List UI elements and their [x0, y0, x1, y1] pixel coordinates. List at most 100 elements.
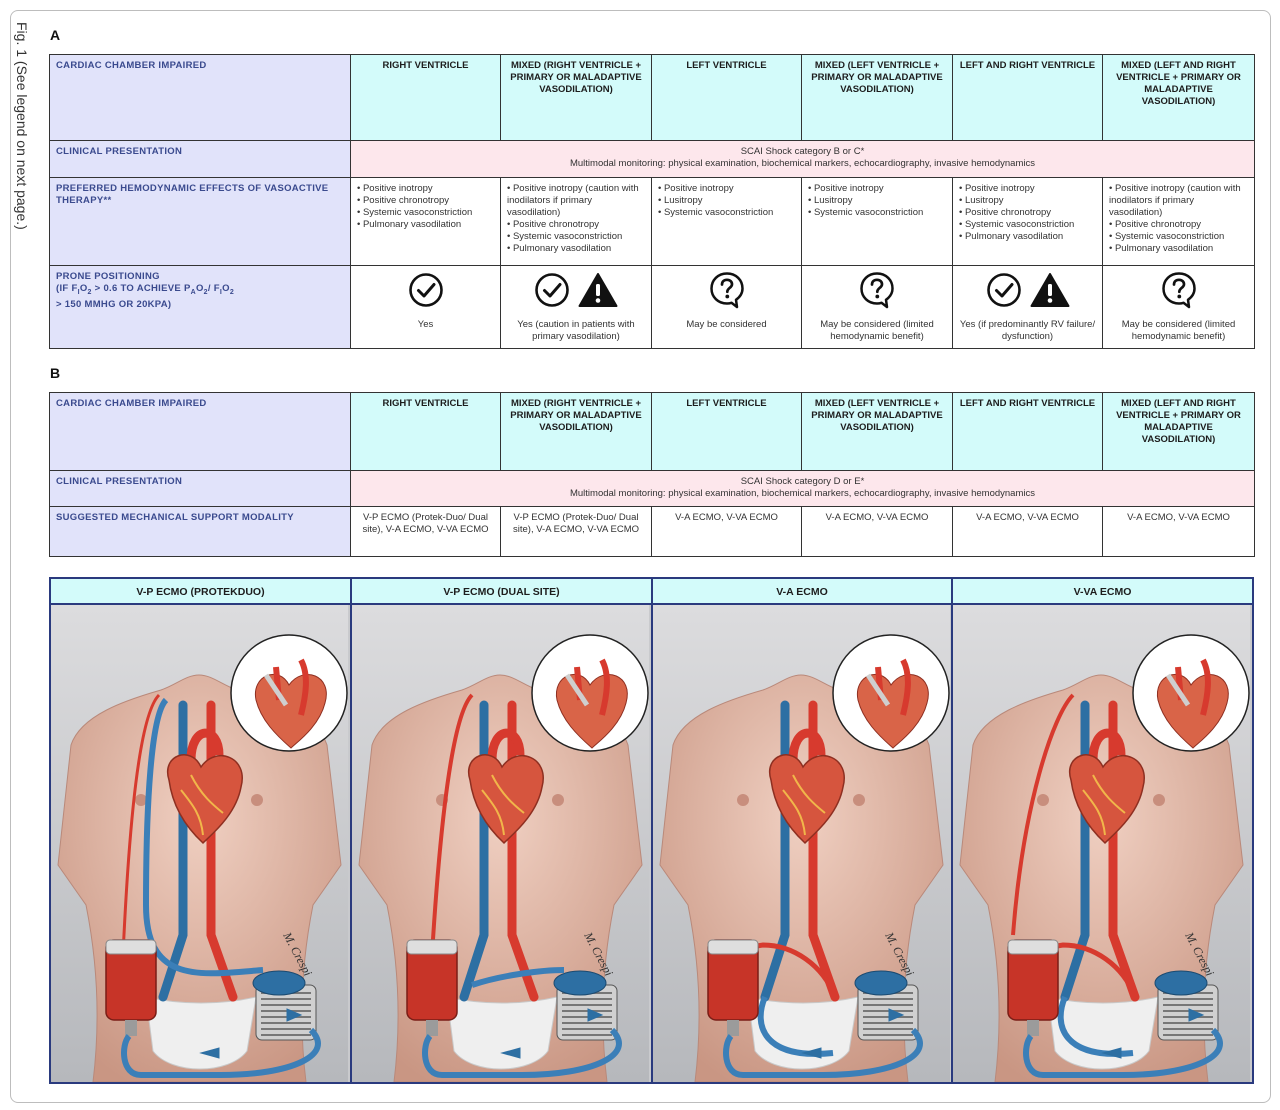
effects-cell: Positive inotropyPositive chronotropySys… [350, 177, 501, 266]
prone-icons [808, 271, 946, 313]
underwear [446, 996, 558, 1070]
effect-item: Positive chronotropy [959, 207, 1096, 219]
ecmo-illustration: M. Crespi [653, 605, 951, 1082]
panel-a-prone-row: PRONE POSITIONING (IF FIO2 > 0.6 TO ACHI… [49, 265, 1255, 349]
circuit-tubing [723, 1027, 923, 1078]
check-icon [408, 272, 444, 312]
figure-caption: Fig. 1 (See legend on next page.) [14, 22, 30, 230]
modality-cell: V-A ECMO, V-VA ECMO [952, 506, 1103, 557]
effect-item: Systemic vasoconstriction [658, 207, 795, 219]
effect-item: Pulmonary vasodilation [1109, 243, 1248, 255]
panel-a-presentation-row: CLINICAL PRESENTATION SCAI Shock categor… [49, 140, 1255, 178]
aorta-arch [487, 728, 525, 761]
prone-header-line3: > 150 MMHG OR 20KPA) [56, 298, 172, 310]
circuit-tubing [121, 1027, 321, 1078]
panel-b-table: CARDIAC CHAMBER IMPAIRED RIGHT VENTRICLE… [49, 392, 1255, 557]
ecmo-illustration: M. Crespi [953, 605, 1252, 1082]
column-header: MIXED (LEFT VENTRICLE + PRIMARY OR MALAD… [801, 392, 953, 471]
prone-cell: Yes (caution in patients with primary va… [500, 265, 652, 349]
prone-icons [1109, 271, 1248, 313]
prone-header-text: O [79, 283, 88, 294]
warning-icon [1030, 272, 1070, 312]
oxygenator [406, 939, 458, 1036]
effect-item: Lusitropy [658, 195, 795, 207]
prone-header-text: O [222, 283, 230, 294]
flow-arrows [801, 1008, 905, 1059]
prone-label: Yes (if predominantly RV failure/ dysfun… [959, 319, 1096, 342]
effect-item: Positive chronotropy [507, 219, 645, 231]
ecmo-panel-vp-dual-site: V-P ECMO (DUAL SITE) M. Crespi [352, 579, 653, 1082]
effect-item: Positive inotropy [658, 183, 795, 195]
panel-a-chamber-row: CARDIAC CHAMBER IMPAIRED RIGHT VENTRICLE… [49, 54, 1255, 141]
prone-cell: May be considered [651, 265, 802, 349]
heart [467, 754, 544, 845]
prone-header-sub: 2 [87, 288, 92, 296]
ecmo-illustration: M. Crespi [51, 605, 350, 1082]
modality-cell: V-P ECMO (Protek-Duo/ Dual site), V-A EC… [500, 506, 652, 557]
column-header: LEFT VENTRICLE [651, 392, 802, 471]
row-header-presentation: CLINICAL PRESENTATION [49, 140, 351, 178]
presentation-cell: SCAI Shock category D or E* Multimodal m… [350, 470, 1255, 507]
effect-item: Pulmonary vasodilation [959, 231, 1096, 243]
panel-b-chamber-row: CARDIAC CHAMBER IMPAIRED RIGHT VENTRICLE… [49, 392, 1255, 471]
effect-item: Pulmonary vasodilation [357, 219, 494, 231]
prone-cell: May be considered (limited hemodynamic b… [801, 265, 953, 349]
effect-item: Systemic vasoconstriction [1109, 231, 1248, 243]
return-cannula [121, 693, 161, 956]
effect-item: Systemic vasoconstriction [808, 207, 946, 219]
column-header: LEFT VENTRICLE [651, 54, 802, 141]
drainage-cannula [142, 697, 264, 977]
heart-zoom-inset [832, 634, 950, 752]
prone-header-text: O [195, 283, 204, 294]
prone-header-text: > 0.6 TO ACHIEVE P [91, 283, 191, 294]
effect-item: Positive inotropy [808, 183, 946, 195]
column-header: LEFT AND RIGHT VENTRICLE [952, 392, 1103, 471]
ecmo-panel-title: V-P ECMO (DUAL SITE) [352, 579, 651, 605]
aorta-arch [788, 728, 826, 761]
prone-header-sub: I [219, 288, 223, 296]
row-header-prone: PRONE POSITIONING (IF FIO2 > 0.6 TO ACHI… [49, 265, 351, 349]
prone-label: May be considered [686, 319, 767, 330]
prone-header-sub: A [190, 288, 196, 296]
effects-cell: Positive inotropy (caution with inodilat… [1102, 177, 1255, 266]
effect-item: Positive chronotropy [1109, 219, 1248, 231]
panel-a-table: CARDIAC CHAMBER IMPAIRED RIGHT VENTRICLE… [49, 54, 1255, 349]
column-header: MIXED (LEFT AND RIGHT VENTRICLE + PRIMAR… [1102, 54, 1255, 141]
check-icon [986, 272, 1022, 312]
circuit-tubing [1023, 1027, 1223, 1078]
effect-item: Positive inotropy [357, 183, 494, 195]
prone-header-line2: (IF FIO2 > 0.6 TO ACHIEVE PAO2/ FIO2 [56, 283, 344, 299]
question-icon [709, 271, 745, 313]
return-cannula [732, 942, 838, 998]
column-header: MIXED (RIGHT VENTRICLE + PRIMARY OR MALA… [500, 392, 652, 471]
prone-cell: May be considered (limited hemodynamic b… [1102, 265, 1255, 349]
column-header: MIXED (LEFT AND RIGHT VENTRICLE + PRIMAR… [1102, 392, 1255, 471]
presentation-category: SCAI Shock category B or C* [740, 146, 865, 157]
underwear [145, 996, 257, 1070]
row-header-effects: PREFERRED HEMODYNAMIC EFFECTS OF VASOACT… [49, 177, 351, 266]
prone-header-line1: PRONE POSITIONING [56, 271, 160, 282]
flow-arrows [1101, 1008, 1205, 1059]
modality-cell: V-A ECMO, V-VA ECMO [651, 506, 802, 557]
effect-item: Lusitropy [959, 195, 1096, 207]
row-header-modality: SUGGESTED MECHANICAL SUPPORT MODALITY [49, 506, 351, 557]
column-header: MIXED (LEFT VENTRICLE + PRIMARY OR MALAD… [801, 54, 953, 141]
nipple [1153, 794, 1165, 806]
centrifugal-pump [553, 970, 618, 1041]
ecmo-panel-va: V-A ECMO M. Crespi [653, 579, 953, 1082]
column-header: RIGHT VENTRICLE [350, 392, 501, 471]
effect-item: Positive inotropy (caution with inodilat… [507, 183, 645, 219]
return-cannula [430, 693, 474, 956]
return-cannula-arterial [1032, 942, 1138, 998]
column-header: MIXED (RIGHT VENTRICLE + PRIMARY OR MALA… [500, 54, 652, 141]
ecmo-panel-title: V-VA ECMO [953, 579, 1252, 605]
heart-detail [782, 774, 826, 836]
flow-arrows [500, 1008, 604, 1059]
prone-icons [507, 271, 645, 313]
effect-item: Pulmonary vasodilation [507, 243, 645, 255]
heart [1068, 754, 1145, 845]
nipple [135, 794, 147, 806]
aorta-arch [1088, 728, 1126, 761]
figure-caption-container: Fig. 1 (See legend on next page.) [10, 22, 32, 272]
modality-cell: V-A ECMO, V-VA ECMO [1102, 506, 1255, 557]
